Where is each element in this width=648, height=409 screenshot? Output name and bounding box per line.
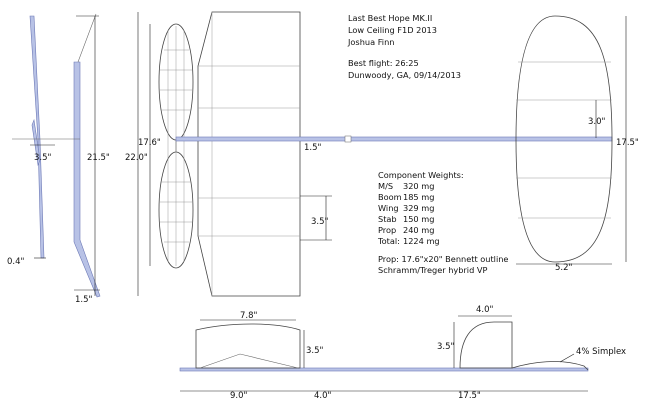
front-view-wing — [12, 15, 60, 259]
fin-width-dim: 4.0" — [476, 305, 494, 315]
front-view-fuselage — [60, 13, 101, 298]
title-location: Dunwoody, GA, 09/14/2013 — [348, 70, 461, 80]
weight-value: 320 mg — [403, 181, 434, 191]
stab-rib-dim: 3.0" — [588, 117, 606, 127]
weight-label: Boom — [378, 192, 402, 202]
wing-le-dim: 9.0" — [230, 391, 248, 401]
weight-label: Total: — [377, 236, 400, 246]
front-bottom-dim: 0.4" — [7, 257, 25, 267]
wing-chord-dim: 7.8" — [240, 311, 258, 321]
front-dihedral-dim: 3.5" — [34, 153, 52, 163]
weight-label: M/S — [378, 181, 393, 191]
prop-note-line1: Prop: 17.6"x20" Bennett outline — [378, 254, 508, 264]
top-view-wing — [197, 11, 301, 297]
title-name: Last Best Hope MK.II — [348, 13, 432, 23]
weight-value: 1224 mg — [403, 236, 440, 246]
weight-value: 329 mg — [403, 203, 434, 213]
post-height-dim: 3.5" — [306, 346, 324, 356]
top-view-prop — [158, 23, 194, 269]
front-height-dim: 21.5" — [87, 153, 110, 163]
wing-span-dim: 22.0" — [125, 153, 148, 163]
title-event: Low Ceiling F1D 2013 — [348, 25, 437, 35]
top-view-boom — [175, 135, 613, 143]
weight-label: Prop — [378, 225, 396, 235]
title-designer: Joshua Finn — [347, 37, 394, 47]
weight-value: 240 mg — [403, 225, 434, 235]
tail-length-dim: 17.5" — [458, 391, 481, 401]
stab-chord-dim: 5.2" — [555, 263, 573, 273]
side-width-dim: 1.5" — [75, 295, 93, 305]
gap-dim: 4.0" — [314, 391, 332, 401]
fin-height-dim: 3.5" — [437, 342, 455, 352]
stab-span-dim: 17.5" — [616, 138, 639, 148]
rib-spacing-dim: 3.5" — [311, 217, 329, 227]
prop-diameter-dim: 17.6" — [138, 138, 161, 148]
side-view — [179, 321, 589, 372]
weight-label: Stab — [378, 214, 397, 224]
weights-heading: Component Weights: — [378, 170, 464, 180]
airfoil-note: 4% Simplex — [576, 347, 626, 357]
prop-note-line2: Schramm/Treger hybrid VP — [378, 265, 487, 275]
wing-offset-dim: 1.5" — [304, 143, 322, 153]
weight-label: Wing — [378, 203, 399, 213]
weight-value: 150 mg — [403, 214, 434, 224]
title-best-flight: Best flight: 26:25 — [348, 58, 419, 68]
weight-value: 185 mg — [403, 192, 434, 202]
